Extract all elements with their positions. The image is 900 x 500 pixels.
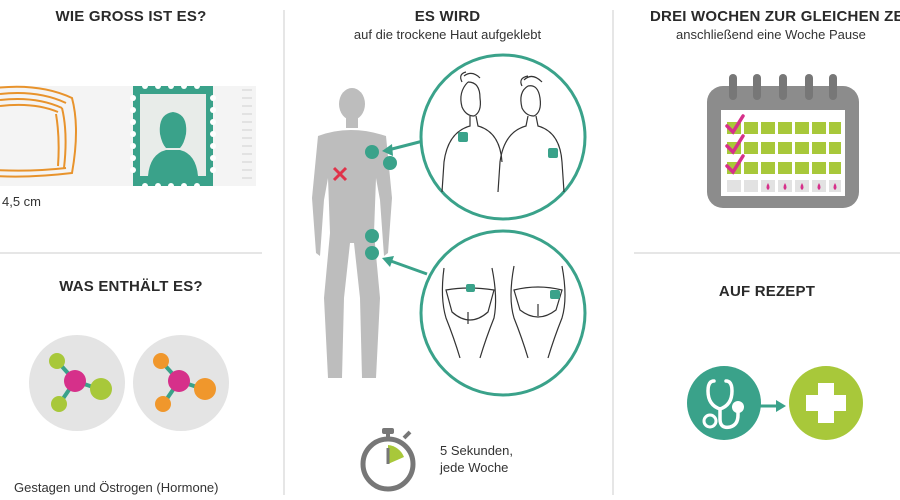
- contents-caption: Gestagen und Östrogen (Hormone): [14, 480, 219, 495]
- schedule-subtitle: anschließend eine Woche Pause: [676, 27, 866, 42]
- divider-right: [612, 10, 614, 495]
- timer-text-line1: 5 Sekunden,: [440, 443, 514, 458]
- red-cross-icon: [332, 166, 348, 182]
- schedule-title: DREI WOCHEN ZUR GLEICHEN ZEIT: [650, 8, 900, 25]
- shoulder-detail-circle: [419, 53, 587, 221]
- stopwatch-icon: [360, 428, 416, 492]
- calendar-icon: [707, 74, 859, 208]
- contents-title: WAS ENTHÄLT ES?: [59, 278, 203, 295]
- timer-text-line2: jede Woche: [440, 460, 509, 475]
- patch-size-illustration: [0, 83, 256, 189]
- stethoscope-icon: [687, 366, 761, 440]
- divider-left: [283, 10, 285, 495]
- size-title: WIE GROSS IST ES?: [55, 8, 207, 25]
- patch-sketch: [0, 85, 77, 178]
- prescription-title: AUF REZEPT: [718, 283, 816, 300]
- molecule-oestrogen-icon: [133, 335, 229, 431]
- stamp-image: [130, 83, 216, 189]
- molecule-gestagen-icon: [29, 335, 125, 431]
- dimension-label: 4,5 cm: [2, 194, 42, 209]
- hip-detail-circle: [419, 229, 587, 397]
- body-figure-icon: [312, 88, 397, 378]
- pharmacy-cross-icon: [789, 366, 863, 440]
- arrow-lower-icon: [382, 256, 428, 276]
- divider-right-horizontal: [634, 252, 900, 254]
- arrow-to-pharmacy-icon: [760, 400, 786, 412]
- application-subtitle: auf die trockene Haut aufgeklebt: [353, 27, 542, 42]
- divider-left-horizontal: [0, 252, 262, 254]
- application-title: ES WIRD: [414, 8, 481, 25]
